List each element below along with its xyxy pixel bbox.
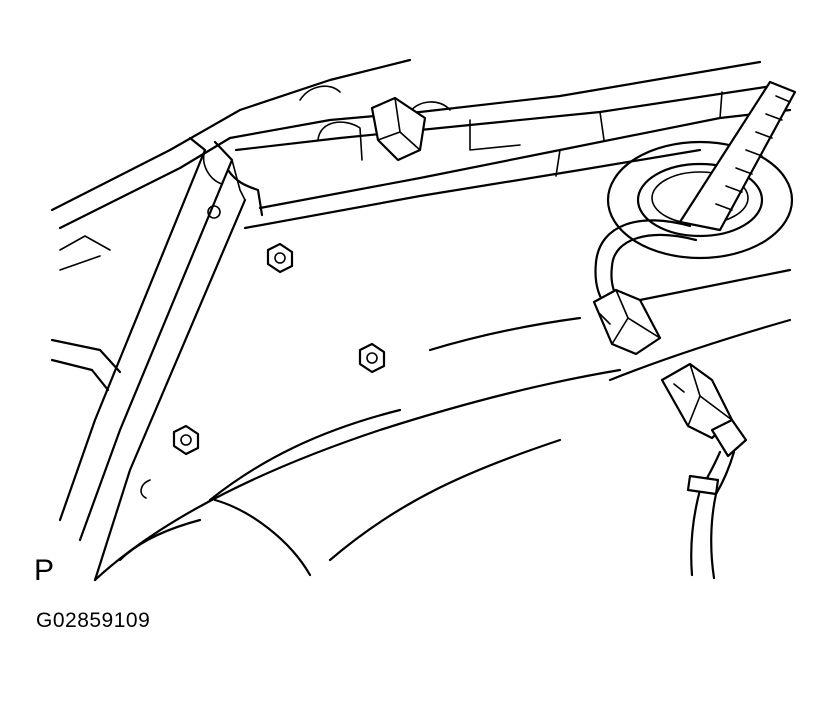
weld-nut [358,342,386,374]
grommet [606,140,794,260]
harness-clamp [370,96,427,162]
weld-nut [172,424,200,456]
wire-harness [678,80,797,232]
view-label: P [34,554,55,587]
body-panel-lower [93,268,792,582]
sensor-connector-male [660,362,748,458]
sensor-connector-female [592,288,662,356]
body-panel-upper [50,58,792,230]
mounting-hole [140,479,151,499]
sensor-cable [686,450,736,580]
figure-id: G02859109 [36,609,151,632]
weld-nut [266,242,294,274]
reinforcement-pillar [50,136,264,582]
